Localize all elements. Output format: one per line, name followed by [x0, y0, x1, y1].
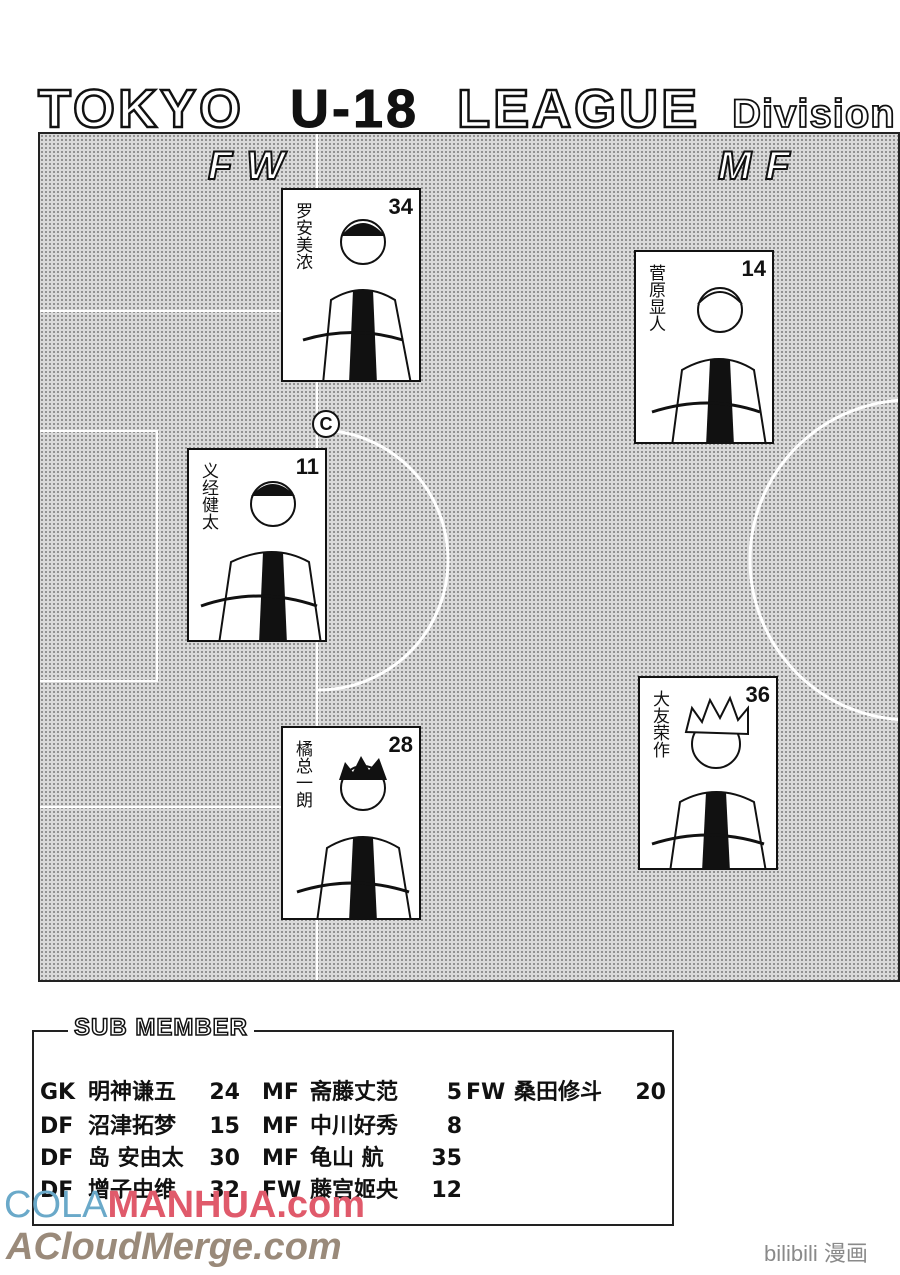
player-name: 橘总一朗 — [292, 740, 312, 808]
player-card: 橘总一朗 28 — [281, 726, 421, 920]
player-number: 28 — [388, 732, 413, 757]
watermark-bilibili: bilibili 漫画 — [764, 1241, 868, 1266]
title-division-number: 1 — [895, 59, 900, 145]
sub-member-title: SUB MEMBER — [68, 1013, 255, 1042]
title-tokyo: TOKYO — [37, 78, 245, 141]
player-card: 罗安美浓 34 — [281, 188, 421, 382]
player-portrait — [651, 695, 767, 868]
goal-area-line — [40, 430, 158, 682]
title-division: Division — [731, 91, 896, 137]
player-number: 36 — [745, 682, 770, 707]
watermark-acloudmerge: ACloudMerge.com — [6, 1226, 342, 1268]
pitch-arcs — [317, 398, 898, 722]
player-portrait — [651, 287, 767, 442]
player-card: 大友荣作 36 — [638, 676, 778, 870]
player-name: 罗安美浓 — [292, 202, 312, 270]
player-card: 义经健太 11 — [187, 448, 327, 642]
player-number: 34 — [388, 194, 413, 219]
player-name: 大友荣作 — [649, 690, 669, 758]
player-portrait — [296, 756, 412, 918]
player-card: 菅原显人 14 — [634, 250, 774, 444]
player-name: 义经健太 — [198, 462, 218, 530]
player-portrait — [200, 481, 322, 640]
mf-label: MF — [717, 143, 804, 189]
fw-label: FW — [207, 143, 299, 189]
captain-badge: C — [312, 410, 340, 438]
player-name: 菅原显人 — [645, 264, 665, 332]
player-portrait — [302, 219, 412, 380]
player-number: 14 — [741, 256, 766, 281]
sub-member-box — [32, 1030, 674, 1226]
title-u18: U-18 — [290, 79, 420, 140]
page-title: TOKYO U-18 LEAGUE Division1 — [37, 58, 900, 145]
watermark-colamanhua: COLAMANHUA.com — [4, 1184, 366, 1226]
player-number: 11 — [295, 454, 319, 479]
title-league: LEAGUE — [456, 78, 701, 141]
